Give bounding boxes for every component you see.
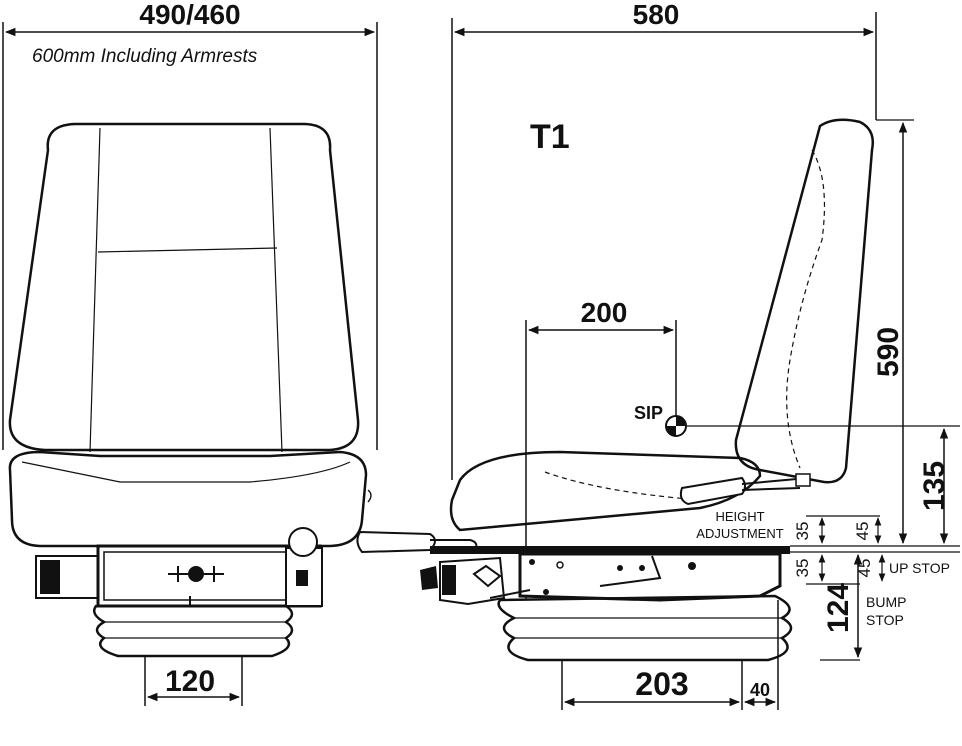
sip-label: SIP — [634, 403, 663, 423]
front-backrest — [8, 122, 360, 453]
front-seat-cushion — [8, 450, 372, 548]
front-base-mechanism — [35, 527, 323, 608]
height-adjustment-label-2: ADJUSTMENT — [696, 526, 783, 541]
adjust-upper-35: 35 — [793, 522, 812, 541]
front-suspension-bellows — [93, 604, 294, 658]
back-height-label: 590 — [872, 327, 905, 377]
adjust-upper-45: 45 — [853, 522, 872, 541]
side-view: T1 580 SIP — [356, 0, 960, 710]
bump-stop-label-2: STOP — [866, 612, 904, 628]
front-base-width-dimension: 120 — [144, 656, 243, 706]
right-vertical-dimensions: 590 135 35 45 HEIGHT ADJUSTMENT 35 45 — [696, 119, 960, 661]
suspension-height-label: 124 — [822, 583, 855, 633]
side-base-depth-dimension: 203 40 — [561, 600, 779, 710]
side-depth-label: 580 — [633, 0, 680, 30]
front-width-label: 490/460 — [139, 0, 240, 30]
side-depth-dimension: 580 — [451, 0, 877, 480]
sip-marker: SIP — [634, 403, 960, 437]
side-suspension-bellows — [497, 594, 793, 662]
lower-35: 35 — [793, 559, 812, 578]
base-offset-label: 40 — [750, 680, 770, 700]
bump-stop-label-1: BUMP — [866, 594, 906, 610]
side-backrest — [734, 118, 874, 484]
armrest-width-note: 600mm Including Armrests — [32, 46, 258, 67]
front-width-dimension: 490/460 600mm Including Armrests — [2, 0, 378, 450]
sip-height-label: 135 — [918, 461, 951, 511]
up-stop-label: UP STOP — [889, 560, 950, 576]
model-label: T1 — [530, 118, 570, 156]
side-base-mechanism — [356, 530, 790, 606]
base-depth-label: 203 — [635, 666, 688, 702]
sip-offset-label: 200 — [581, 297, 628, 328]
front-base-width-label: 120 — [165, 665, 215, 698]
front-view: 490/460 600mm Including Armrests — [2, 0, 378, 706]
height-adjustment-label-1: HEIGHT — [715, 509, 764, 524]
side-seat-cushion — [449, 450, 811, 532]
